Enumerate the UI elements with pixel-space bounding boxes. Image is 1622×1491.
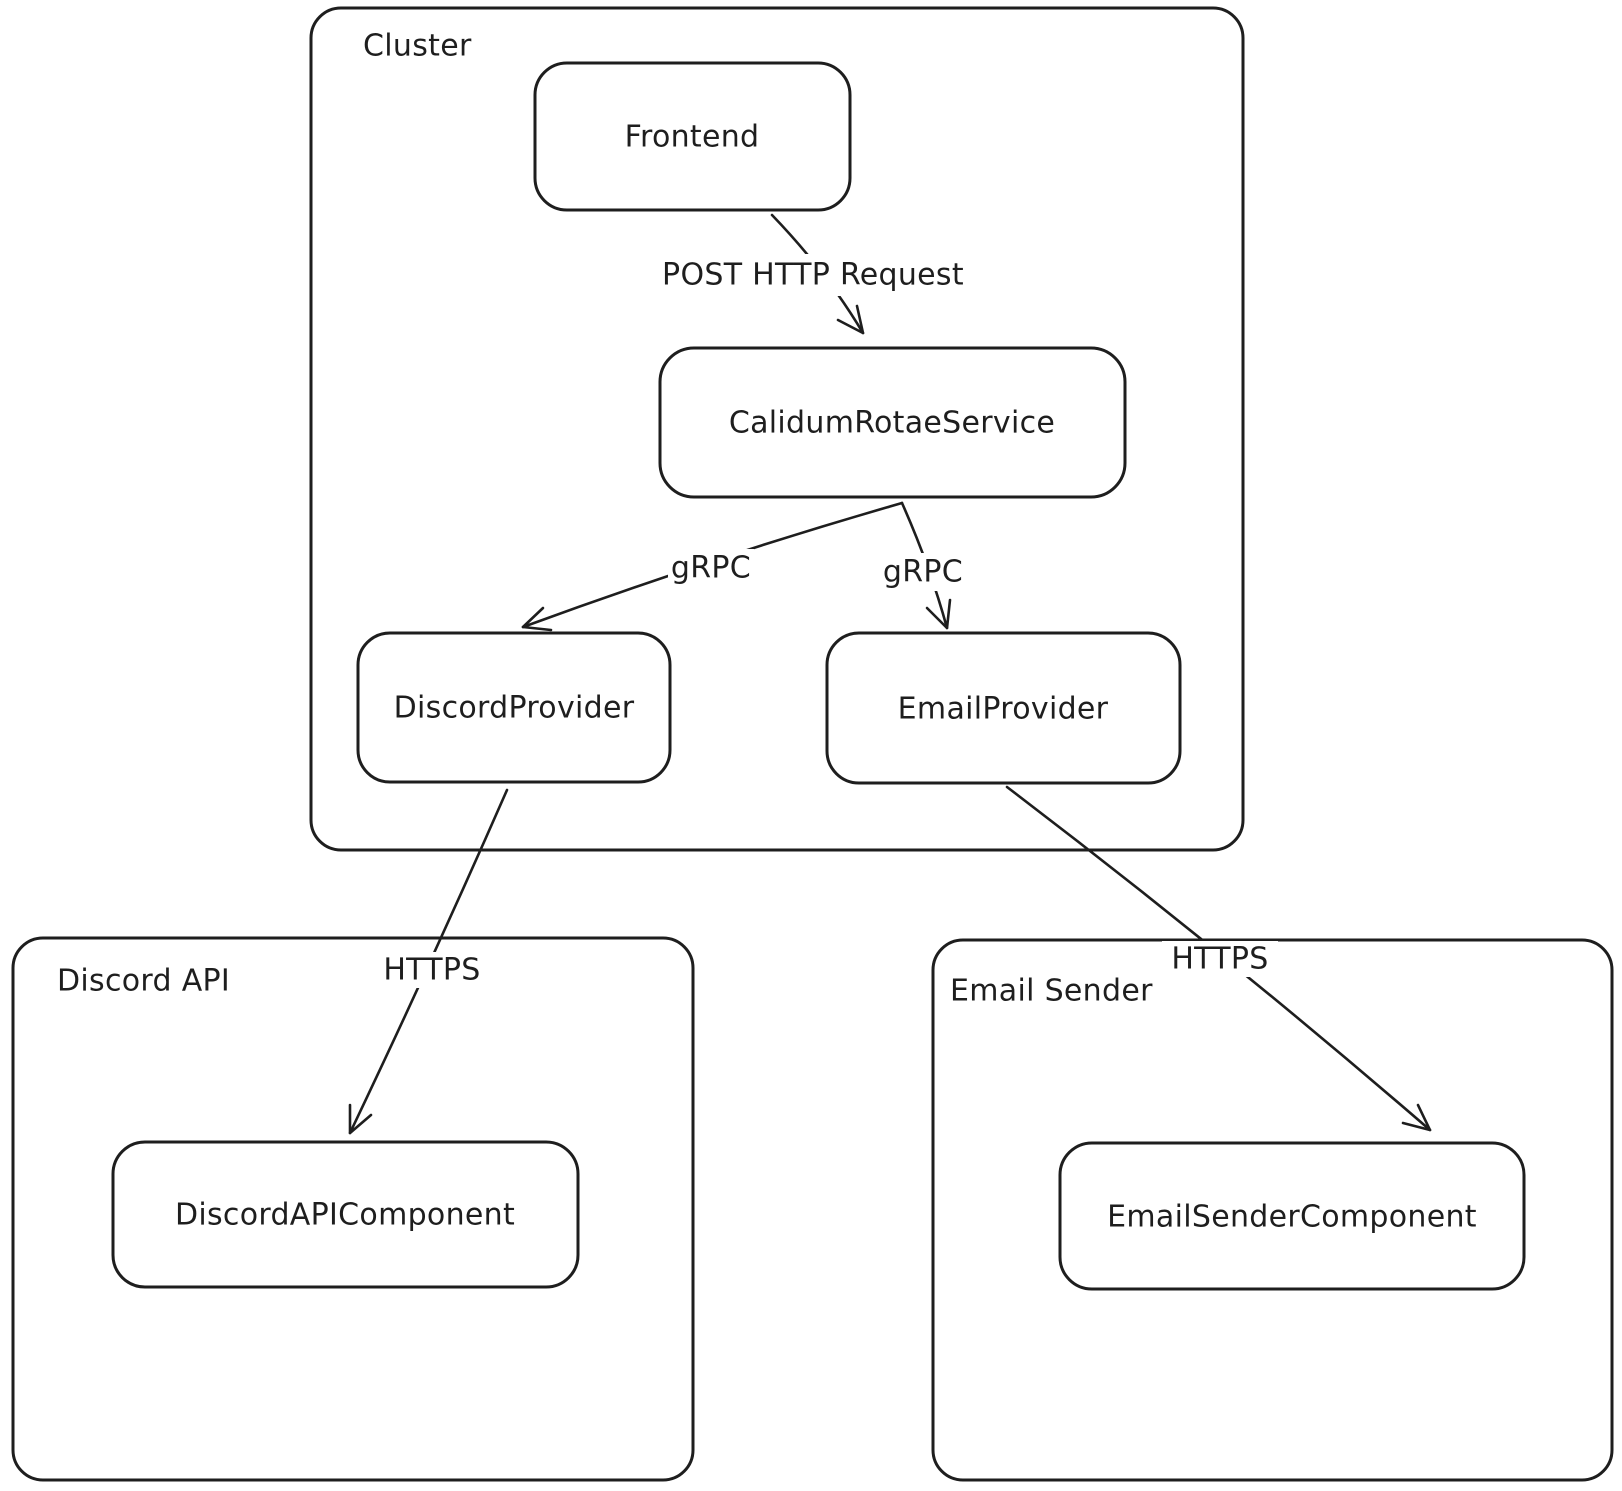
calidum-rotae-service-node-label: CalidumRotaeService: [729, 406, 1055, 441]
email-provider-node-label: EmailProvider: [898, 692, 1109, 727]
discord-api-component-node-label: DiscordAPIComponent: [175, 1198, 515, 1233]
arrow-head-icon: [521, 606, 553, 632]
email-sender-container-label: Email Sender: [950, 974, 1153, 1009]
edge-calidum-to-email-provider: gRPC: [880, 501, 966, 630]
frontend-node-box: [533, 61, 852, 212]
calidum-rotae-service-node-box: [658, 346, 1127, 499]
edge-label-background: [668, 549, 754, 587]
discord-provider-node-label: DiscordProvider: [394, 691, 635, 726]
edge-label-grpc-right: gRPC: [883, 555, 963, 590]
discord-api-component-node-box: [111, 1140, 580, 1289]
cluster-container-box: [309, 6, 1245, 852]
container-email-sender: Email Sender: [931, 938, 1614, 1482]
arrow-head-icon: [925, 598, 952, 630]
node-frontend: Frontend: [533, 61, 852, 212]
node-email-provider: EmailProvider: [825, 631, 1182, 785]
frontend-node-label: Frontend: [625, 120, 760, 155]
container-cluster: Cluster: [309, 6, 1245, 852]
arrow-head-icon: [836, 304, 865, 335]
edge-email-provider-to-email-sender-component: HTTPS: [1005, 785, 1432, 1132]
edge-label-background: [653, 254, 973, 296]
discord-provider-node-box: [356, 631, 672, 784]
edge-label-https-left: HTTPS: [383, 953, 480, 988]
edge-label-grpc-left: gRPC: [671, 551, 751, 586]
email-sender-container-box: [931, 938, 1614, 1482]
node-discord-api-component: DiscordAPIComponent: [111, 1140, 580, 1289]
arrow-head-icon: [1401, 1103, 1432, 1132]
arrow-head-icon: [348, 1103, 373, 1135]
edge-frontend-to-calidum-rotae-service: POST HTTP Request: [653, 213, 973, 335]
edge-label-background: [880, 553, 966, 591]
email-sender-component-node-label: EmailSenderComponent: [1107, 1200, 1477, 1235]
cluster-container-label: Cluster: [363, 29, 472, 64]
edge-calidum-to-discord-provider: gRPC: [521, 501, 904, 632]
node-calidum-rotae-service: CalidumRotaeService: [658, 346, 1127, 499]
edge-label-post-http-request: POST HTTP Request: [662, 258, 964, 293]
edge-discord-provider-to-discord-api-component: HTTPS: [348, 788, 509, 1135]
edge-label-background: [1162, 941, 1278, 977]
container-discord-api: Discord API: [11, 936, 695, 1482]
edge-label-background: [374, 952, 490, 988]
edge-label-https-right: HTTPS: [1171, 942, 1268, 977]
node-email-sender-component: EmailSenderComponent: [1058, 1141, 1526, 1291]
node-discord-provider: DiscordProvider: [356, 631, 672, 784]
email-provider-node-box: [825, 631, 1182, 785]
email-sender-component-node-box: [1058, 1141, 1526, 1291]
discord-api-container-box: [11, 936, 695, 1482]
discord-api-container-label: Discord API: [57, 964, 230, 999]
